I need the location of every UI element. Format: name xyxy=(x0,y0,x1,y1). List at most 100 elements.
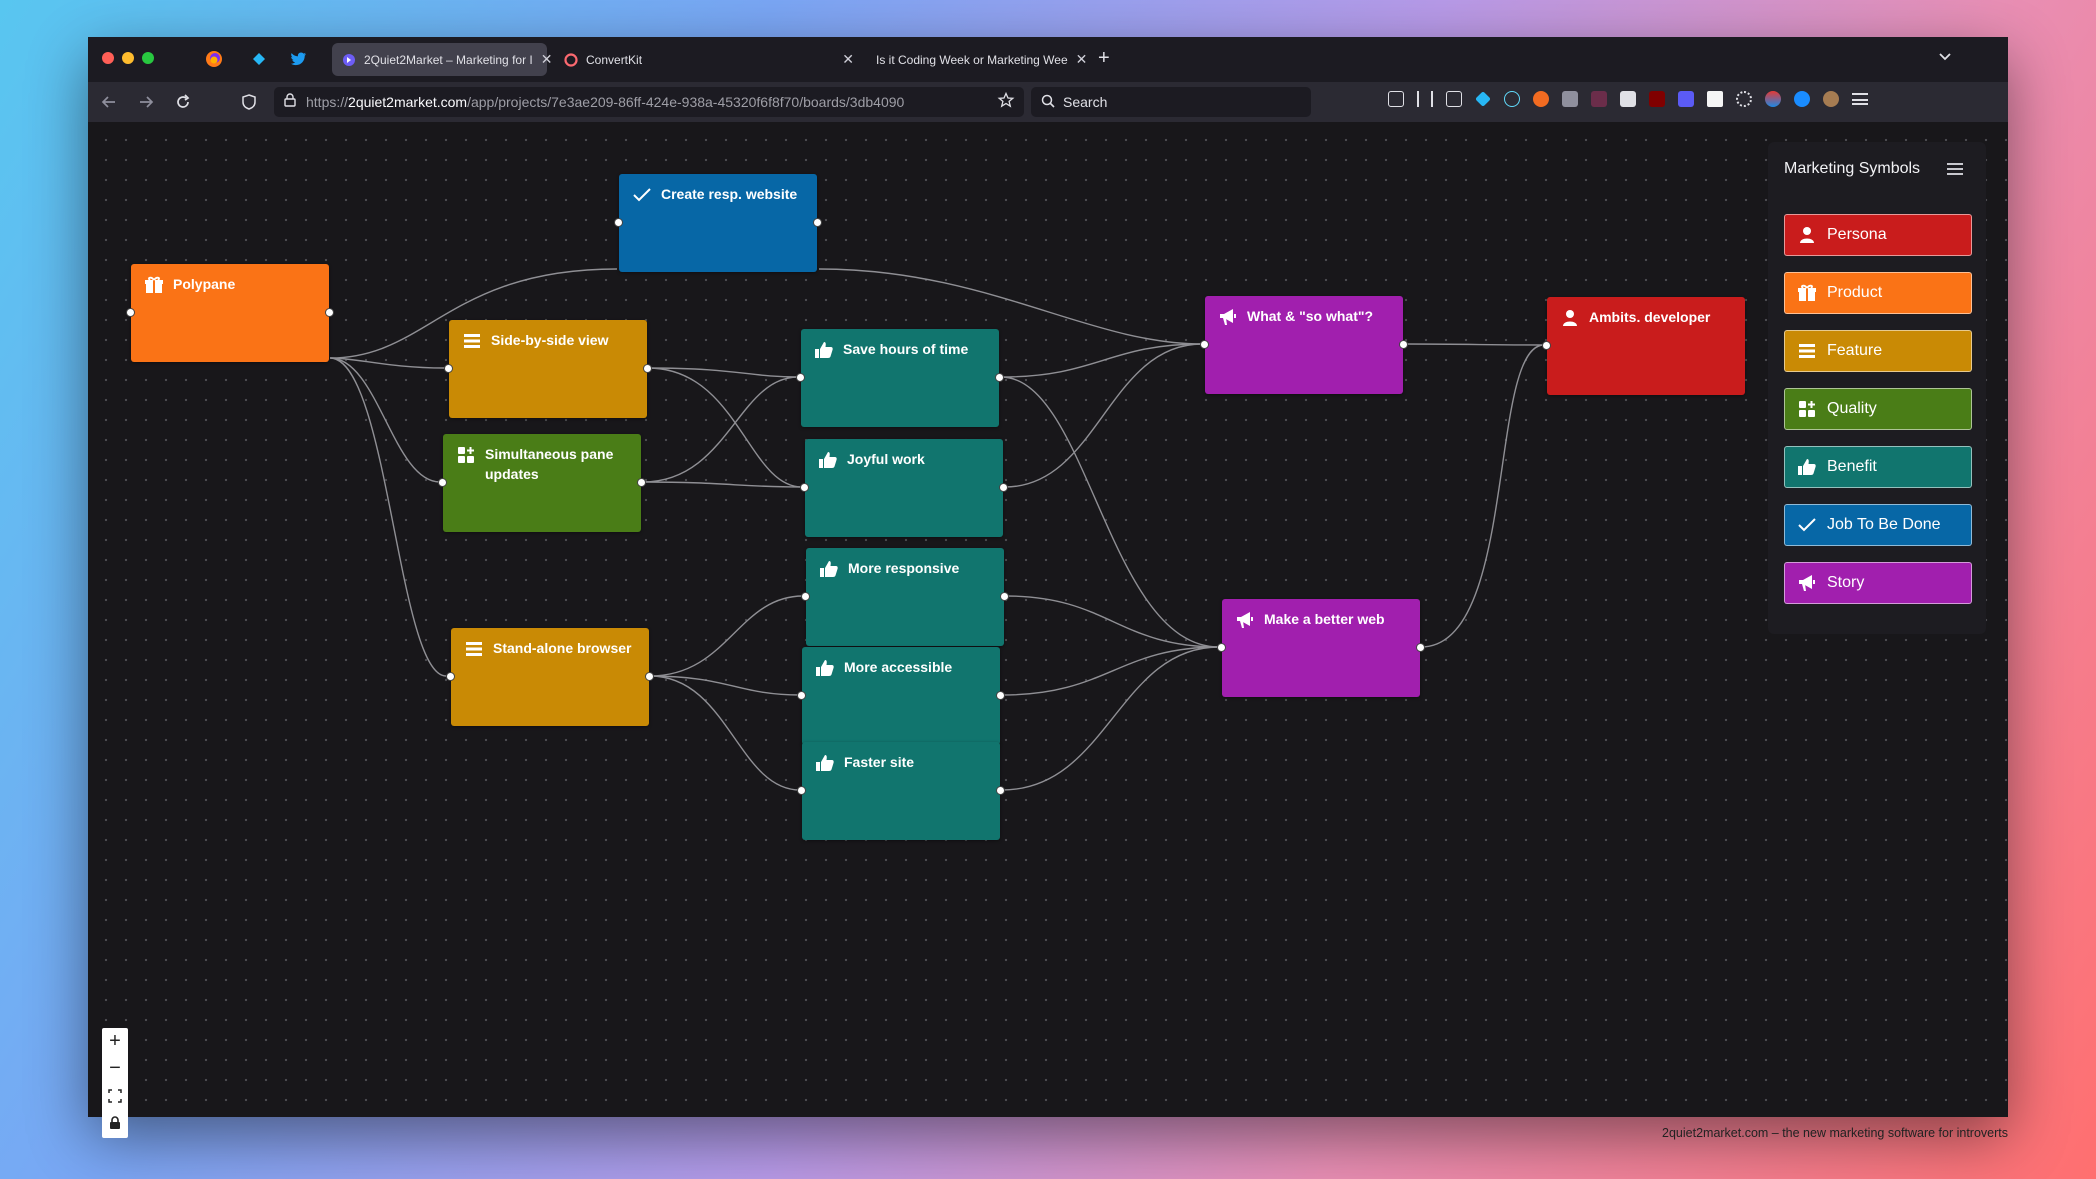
output-handle[interactable] xyxy=(637,478,646,487)
input-handle[interactable] xyxy=(126,308,135,317)
input-handle[interactable] xyxy=(800,483,809,492)
node-side-by-side-view[interactable]: Side-by-side view xyxy=(444,320,652,418)
maximize-window-button[interactable] xyxy=(142,52,154,64)
legend-label: Story xyxy=(1827,574,1865,591)
board-canvas[interactable]: Polypane Create resp. website Side-by-si… xyxy=(88,122,2008,1138)
polypane-extension-icon[interactable] xyxy=(1475,91,1491,107)
node-label: Save hours of time xyxy=(843,341,969,357)
tab-bar: 2Quiet2Market – Marketing for I ✕ Conver… xyxy=(88,37,2008,82)
sidebar-icon[interactable] xyxy=(1446,91,1462,107)
output-handle[interactable] xyxy=(325,308,334,317)
url-prefix: https:// xyxy=(306,94,349,110)
colorful-extension-icon[interactable] xyxy=(1765,91,1781,107)
cookie-extension-icon[interactable] xyxy=(1823,91,1839,107)
convertkit-favicon xyxy=(564,52,578,67)
brave-extension-icon[interactable] xyxy=(1533,91,1549,107)
pocket-icon[interactable] xyxy=(1388,91,1404,107)
input-handle[interactable] xyxy=(1542,341,1551,350)
node-ambits-developer[interactable]: Ambits. developer xyxy=(1542,297,1745,395)
legend-job-to-be-done[interactable]: Job To Be Done xyxy=(1784,504,1972,546)
node-more-responsive[interactable]: More responsive xyxy=(801,548,1009,646)
node-more-accessible[interactable]: More accessible xyxy=(797,647,1005,745)
edge-polypane-standalone xyxy=(329,357,447,677)
output-handle[interactable] xyxy=(1416,643,1425,652)
node-create-resp-website[interactable]: Create resp. website xyxy=(614,174,822,272)
screenshot-extension-icon[interactable] xyxy=(1620,91,1636,107)
tab-2quiet2market[interactable]: 2Quiet2Market – Marketing for I ✕ xyxy=(332,43,552,76)
fit-view-icon[interactable] xyxy=(102,1082,128,1109)
legend-persona[interactable]: Persona xyxy=(1784,214,1972,256)
output-handle[interactable] xyxy=(1399,340,1408,349)
d-extension-icon[interactable] xyxy=(1678,91,1694,107)
node-polypane[interactable]: Polypane xyxy=(126,264,334,362)
tab-list-chevron-icon[interactable] xyxy=(1938,49,1952,67)
output-handle[interactable] xyxy=(1000,592,1009,601)
panel-menu-icon[interactable] xyxy=(1946,162,1964,181)
legend-product[interactable]: Product xyxy=(1784,272,1972,314)
node-save-hours-of-time[interactable]: Save hours of time xyxy=(796,329,1004,427)
input-handle[interactable] xyxy=(797,786,806,795)
zoom-in-button[interactable]: + xyxy=(109,1030,121,1052)
search-box[interactable]: Search xyxy=(1031,87,1311,117)
node-make-a-better-web[interactable]: Make a better web xyxy=(1217,599,1425,697)
extension-puzzle-icon[interactable] xyxy=(1562,91,1578,107)
gear-extension-icon[interactable] xyxy=(1736,91,1752,107)
tab-coding-week[interactable]: Is it Coding Week or Marketing Wee ✕ xyxy=(866,43,1088,76)
node-faster-site[interactable]: Faster site xyxy=(797,742,1005,840)
thumbs-up-icon xyxy=(1797,457,1817,477)
reload-icon[interactable] xyxy=(172,91,194,113)
pinned-tab-polypane-icon[interactable] xyxy=(248,48,270,70)
zoom-out-button[interactable]: − xyxy=(109,1057,121,1079)
output-handle[interactable] xyxy=(813,218,822,227)
new-tab-button[interactable]: + xyxy=(1098,47,1110,69)
output-handle[interactable] xyxy=(995,373,1004,382)
k-extension-icon[interactable] xyxy=(1591,91,1607,107)
react-devtools-icon[interactable] xyxy=(1504,91,1520,107)
tracking-shield-icon[interactable] xyxy=(238,91,260,113)
menu-hamburger-icon[interactable] xyxy=(1852,93,1868,105)
edge-layer xyxy=(329,268,1545,791)
legend-benefit[interactable]: Benefit xyxy=(1784,446,1972,488)
edge-whatsowhat-ambits xyxy=(1403,343,1545,346)
input-handle[interactable] xyxy=(446,672,455,681)
camera-extension-icon[interactable] xyxy=(1707,91,1723,107)
input-handle[interactable] xyxy=(438,478,447,487)
tab-title: 2Quiet2Market – Marketing for I xyxy=(364,52,533,67)
tab-convertkit[interactable]: ConvertKit ✕ xyxy=(554,43,864,76)
firefox-icon[interactable] xyxy=(203,48,225,70)
twitter-icon[interactable] xyxy=(288,48,310,70)
output-handle[interactable] xyxy=(999,483,1008,492)
back-arrow-icon[interactable] xyxy=(98,91,120,113)
input-handle[interactable] xyxy=(801,592,810,601)
lock-icon[interactable] xyxy=(102,1109,128,1136)
input-handle[interactable] xyxy=(796,373,805,382)
minimize-window-button[interactable] xyxy=(122,52,134,64)
legend-quality[interactable]: Quality xyxy=(1784,388,1972,430)
input-handle[interactable] xyxy=(614,218,623,227)
toolbar-extensions xyxy=(1388,91,1868,107)
node-stand-alone-browser[interactable]: Stand-alone browser xyxy=(446,628,654,726)
node-simultaneous-pane-updates[interactable]: Simultaneous pane updates xyxy=(438,434,646,532)
input-handle[interactable] xyxy=(797,691,806,700)
ublock-icon[interactable] xyxy=(1649,91,1665,107)
address-bar[interactable]: https://2quiet2market.com/app/projects/7… xyxy=(274,87,1024,117)
input-handle[interactable] xyxy=(1200,340,1209,349)
legend-feature[interactable]: Feature xyxy=(1784,330,1972,372)
close-tab-icon[interactable]: ✕ xyxy=(842,51,854,67)
input-handle[interactable] xyxy=(444,364,453,373)
legend-story[interactable]: Story xyxy=(1784,562,1972,604)
close-window-button[interactable] xyxy=(102,52,114,64)
output-handle[interactable] xyxy=(996,786,1005,795)
close-tab-icon[interactable]: ✕ xyxy=(1075,51,1088,67)
output-handle[interactable] xyxy=(645,672,654,681)
output-handle[interactable] xyxy=(643,364,652,373)
node-joyful-work[interactable]: Joyful work xyxy=(800,439,1008,537)
bookmark-star-icon[interactable] xyxy=(997,91,1015,113)
library-icon[interactable] xyxy=(1417,91,1433,107)
forward-arrow-icon[interactable] xyxy=(135,91,157,113)
node-what-and-so-what[interactable]: What & "so what"? xyxy=(1200,296,1408,394)
input-handle[interactable] xyxy=(1217,643,1226,652)
close-tab-icon[interactable]: ✕ xyxy=(540,51,553,67)
output-handle[interactable] xyxy=(996,691,1005,700)
1password-icon[interactable] xyxy=(1794,91,1810,107)
